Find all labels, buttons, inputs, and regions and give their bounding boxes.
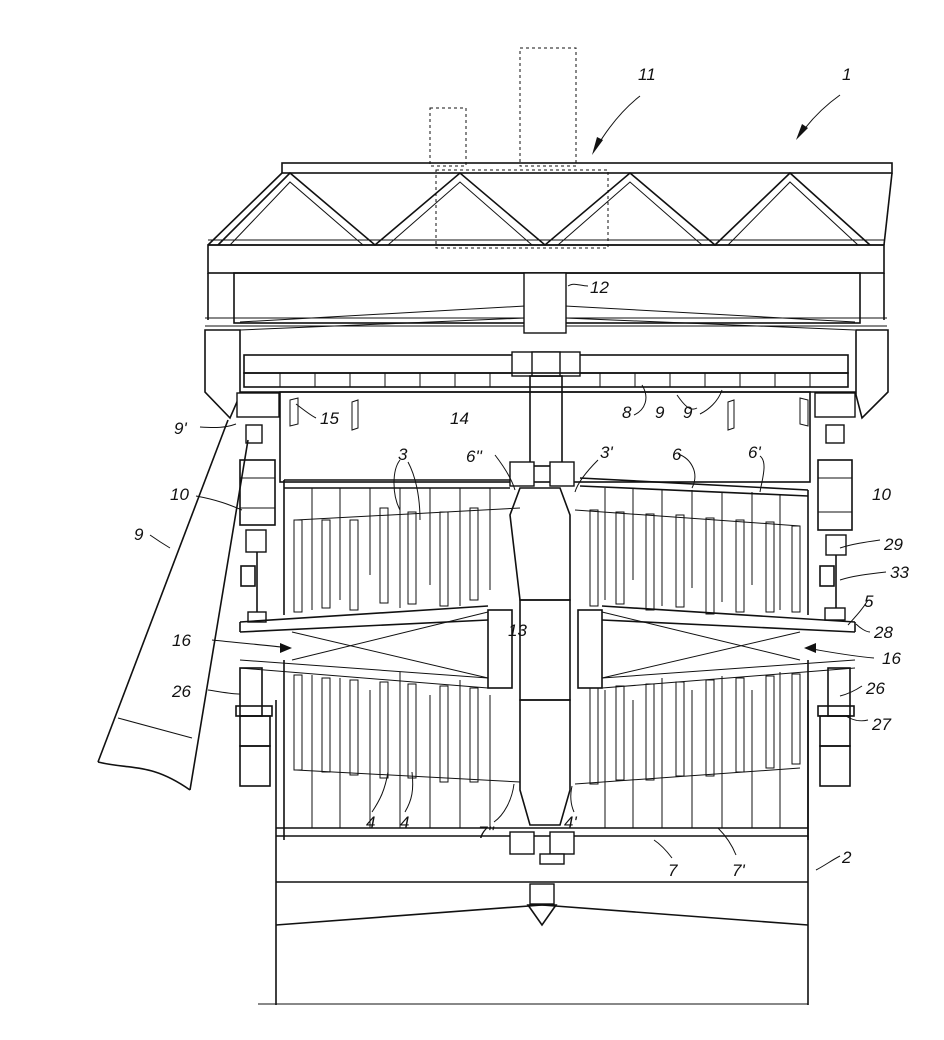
upper-mixer: [284, 462, 808, 615]
ref-33: 33: [890, 563, 909, 582]
ref-7: 7: [668, 861, 678, 880]
ref-15: 15: [320, 409, 339, 428]
ref-12: 12: [590, 278, 609, 297]
right-lift-cylinder: [815, 393, 855, 620]
ref-1: 1: [842, 65, 851, 84]
ref-10-right: 10: [872, 485, 891, 504]
lower-supports: [236, 668, 854, 786]
ref-16-right: 16: [882, 649, 901, 668]
ref-28: 28: [873, 623, 893, 642]
ref-14: 14: [450, 409, 469, 428]
ref-26-right: 26: [865, 679, 885, 698]
central-shaft-top: [244, 273, 848, 466]
discharge-chute: [98, 420, 248, 790]
truss-frame: [208, 163, 892, 245]
ref-4-b: 4: [400, 813, 409, 832]
ref-4-a: 4: [366, 813, 375, 832]
ref-9-top-b: 9: [683, 403, 693, 422]
ref-29: 29: [883, 535, 903, 554]
ref-5: 5: [864, 592, 874, 611]
ref-9-chute: 9: [134, 525, 144, 544]
drive-motor-dashed: [430, 48, 608, 248]
ref-6-double-prime: 6'': [466, 447, 483, 466]
ref-11: 11: [638, 65, 656, 84]
ref-9-top-a: 9: [655, 403, 665, 422]
ref-6: 6: [672, 445, 682, 464]
central-shaft: [488, 488, 602, 825]
ref-6-prime: 6': [748, 443, 761, 462]
ref-16-left: 16: [172, 631, 191, 650]
left-lift-cylinder: [237, 393, 279, 622]
ref-3: 3: [398, 445, 408, 464]
ref-27: 27: [871, 715, 891, 734]
ref-7-prime: 7': [732, 861, 745, 880]
ref-4-prime: 4': [564, 813, 577, 832]
middle-ring: [240, 606, 855, 688]
ref-7-double-prime: 7'': [478, 823, 495, 842]
upper-chamber: [280, 392, 810, 482]
ref-3-prime: 3': [600, 443, 613, 462]
ref-9-prime: 9': [174, 419, 187, 438]
ref-26-left: 26: [171, 682, 191, 701]
ref-8: 8: [622, 403, 632, 422]
lower-mixer: [276, 660, 808, 864]
ref-10-left: 10: [170, 485, 189, 504]
ref-2: 2: [841, 848, 852, 867]
ref-13: 13: [508, 621, 527, 640]
